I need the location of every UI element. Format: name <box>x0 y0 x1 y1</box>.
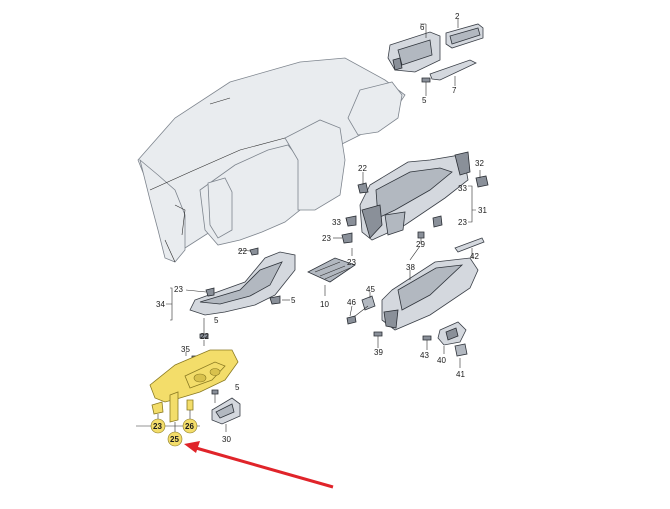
label-part-2: 2 <box>455 12 460 21</box>
label-part-10: 10 <box>320 300 329 309</box>
label-part-38: 38 <box>406 263 415 272</box>
label-part-5-left: 5 <box>214 316 219 325</box>
part-42-strip <box>454 237 485 253</box>
part-10-panel <box>307 257 356 283</box>
label-part-31: 31 <box>478 206 487 215</box>
part-43-screw <box>422 335 432 348</box>
part-25-knee-panel <box>149 349 239 423</box>
part-6-bracket <box>387 31 441 73</box>
small-clips-right <box>341 175 489 244</box>
label-part-33-left: 33 <box>332 218 341 227</box>
label-part-7: 7 <box>452 86 457 95</box>
part-26-screw-highlight <box>186 399 194 411</box>
label-part-45: 45 <box>366 285 375 294</box>
part-2-cover <box>445 23 484 49</box>
label-part-39: 39 <box>374 348 383 357</box>
label-part-33-upper: 33 <box>458 184 467 193</box>
part-30-cover <box>211 397 241 425</box>
label-part-43: 43 <box>420 351 429 360</box>
label-part-23-center: 23 <box>322 234 331 243</box>
part-23-clip-highlight <box>151 401 164 415</box>
label-part-22-mid: 22 <box>238 247 247 256</box>
part-34-trim <box>189 247 296 316</box>
label-part-25-highlight: 25 <box>170 435 179 444</box>
label-part-35: 35 <box>181 345 190 354</box>
label-part-26-highlight: 26 <box>185 422 194 431</box>
label-part-32: 32 <box>475 159 484 168</box>
label-part-41: 41 <box>456 370 465 379</box>
label-part-23-right: 23 <box>347 258 356 267</box>
part-31-housing <box>359 151 471 241</box>
label-part-40: 40 <box>437 356 446 365</box>
part-41-lock <box>454 343 468 357</box>
label-part-29: 29 <box>416 240 425 249</box>
label-part-23-highlight: 23 <box>153 422 162 431</box>
label-part-34: 34 <box>156 300 165 309</box>
part-5-screw-top <box>421 77 431 90</box>
highlight-badges <box>150 418 198 447</box>
label-part-23-left: 23 <box>174 285 183 294</box>
label-part-46: 46 <box>347 298 356 307</box>
part-45-switch <box>349 295 376 321</box>
label-part-30: 30 <box>222 435 231 444</box>
part-40-latch <box>437 321 467 346</box>
label-part-5-lower: 5 <box>235 383 240 392</box>
label-part-22-upper: 22 <box>358 164 367 173</box>
dashboard-body <box>137 57 406 263</box>
label-part-42: 42 <box>470 252 479 261</box>
part-39-bolt <box>373 331 383 345</box>
part-38-glovebox <box>381 257 479 331</box>
label-part-22-lower: 22 <box>200 332 209 341</box>
part-7-trim <box>429 59 477 81</box>
red-pointer-arrow <box>184 441 334 489</box>
label-part-23-mid: 23 <box>458 218 467 227</box>
label-part-5-mid: 5 <box>291 296 296 305</box>
part-46-cable <box>346 315 357 325</box>
label-part-5-top: 5 <box>422 96 427 105</box>
label-part-6: 6 <box>420 23 425 32</box>
